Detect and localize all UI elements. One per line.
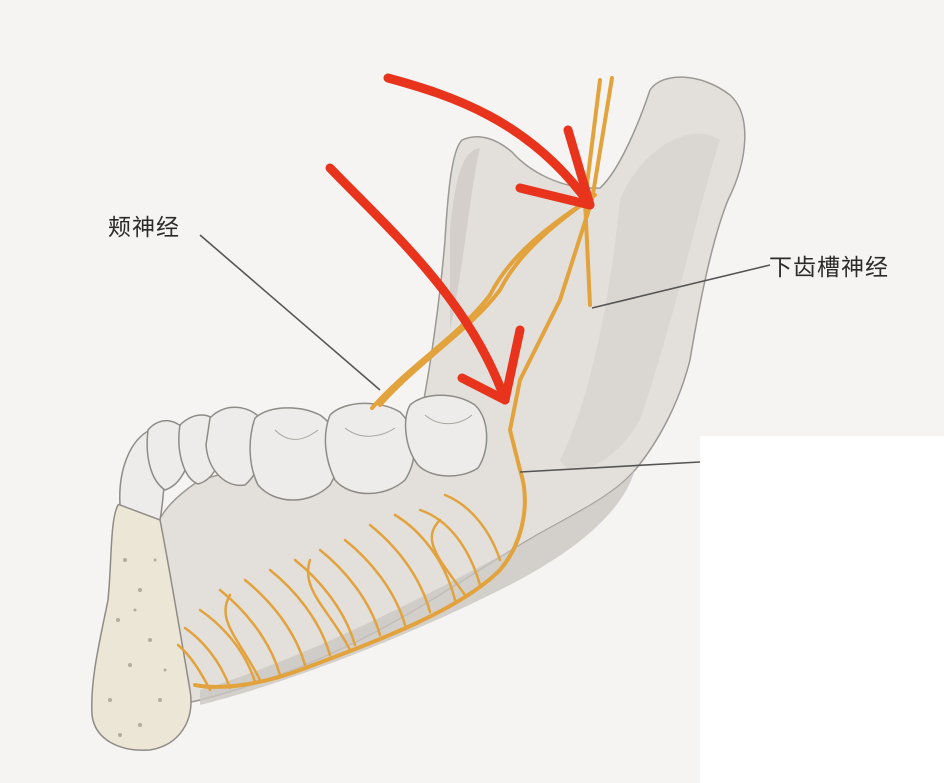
leader-line-buccal bbox=[200, 235, 380, 390]
tooth-molar-1 bbox=[250, 408, 339, 500]
tooth-molar-2 bbox=[325, 403, 414, 493]
label-inferior-alveolar-nerve: 下齿槽神经 bbox=[769, 248, 889, 282]
label-buccal-nerve: 颊神经 bbox=[108, 208, 180, 242]
tooth-molar-3 bbox=[406, 395, 487, 476]
